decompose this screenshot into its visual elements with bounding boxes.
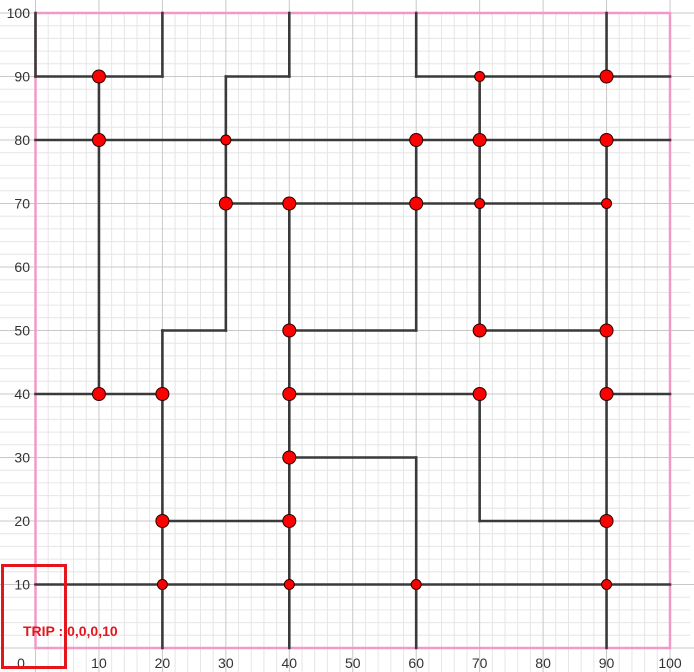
junction-node [601,579,613,590]
junction-node [156,579,168,590]
junction-node [410,579,422,590]
x-axis-tick-labels: 0 10 20 30 40 50 60 70 80 90 100 [17,655,682,671]
junction-node [91,69,106,84]
junction-node [91,387,106,401]
junction-node [282,450,297,465]
junction-node [409,133,424,147]
y-tick-label: 10 [14,577,30,593]
junction-node [220,134,232,146]
junction-node [599,387,614,401]
network-edges [34,11,672,650]
junction-node [472,323,487,338]
junction-node [409,196,424,211]
junction-node [599,514,614,528]
junction-node [472,387,487,401]
x-tick-label: 40 [282,655,298,671]
y-tick-label: 20 [14,513,30,529]
y-tick-label: 80 [14,132,30,148]
junction-node [283,579,295,590]
x-tick-label: 90 [599,655,615,671]
junction-node [218,196,233,211]
y-tick-label: 40 [14,386,30,402]
junction-node [282,514,297,528]
junction-node [474,71,486,82]
junction-node [474,198,486,209]
y-tick-label: 100 [7,5,31,21]
y-tick-label: 70 [14,196,30,212]
junction-node [282,196,297,211]
trip-label: TRIP : 0,0,0,10 [23,623,118,639]
x-tick-label: 80 [535,655,551,671]
y-tick-label: 60 [14,259,30,275]
x-tick-label: 60 [408,655,424,671]
junction-node [155,387,170,401]
junction-node [91,133,106,147]
x-tick-label: 100 [658,655,682,671]
junction-node [472,133,487,147]
y-tick-label: 50 [14,323,30,339]
junction-node [599,69,614,84]
junction-node [282,387,297,401]
x-tick-label: 20 [155,655,171,671]
x-tick-label: 30 [218,655,234,671]
boundary-rect [34,11,672,650]
junction-node [599,323,614,338]
y-axis-tick-labels: 10 20 30 40 50 60 70 80 90 100 [7,5,31,593]
network-nodes [91,69,614,590]
minor-grid [0,13,690,672]
trip-highlight-box [1,564,67,669]
x-tick-label: 0 [17,655,25,671]
x-tick-label: 10 [91,655,107,671]
y-tick-label: 30 [14,450,30,466]
junction-node [282,323,297,338]
junction-node [155,514,170,528]
x-tick-label: 70 [472,655,488,671]
y-tick-label: 90 [14,69,30,85]
junction-node [599,133,614,147]
x-tick-label: 50 [345,655,361,671]
boundary-frame [34,11,672,650]
junction-node [601,198,613,209]
